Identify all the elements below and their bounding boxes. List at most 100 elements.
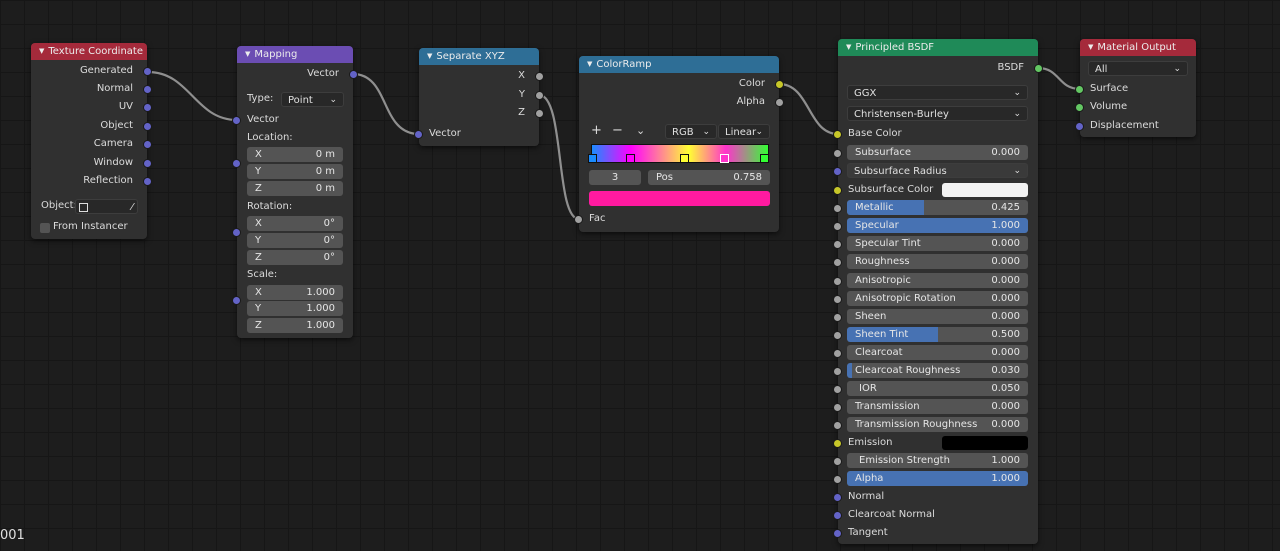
ramp-stop-active[interactable]: [720, 154, 729, 163]
collapse-triangle-icon[interactable]: ▼: [39, 47, 45, 55]
socket-metallic[interactable]: [833, 204, 842, 213]
socket-normal[interactable]: [143, 85, 152, 94]
socket-transmission-roughness[interactable]: [833, 421, 842, 430]
subsurface-method-dropdown[interactable]: Christensen-Burley⌄: [847, 106, 1028, 121]
ramp-stop[interactable]: [626, 154, 635, 163]
material-output-node[interactable]: ▼Material Output All⌄ Surface Volume Dis…: [1075, 39, 1196, 137]
socket-uv[interactable]: [143, 103, 152, 112]
socket-sheen-tint[interactable]: [833, 331, 842, 340]
socket-subsurface[interactable]: [833, 149, 842, 158]
active-stop-index[interactable]: 3: [589, 170, 641, 185]
texture-coordinate-node[interactable]: ▼Texture Coordinate Generated Normal UV …: [31, 43, 152, 239]
color-mode-dropdown[interactable]: RGB⌄: [665, 124, 717, 139]
socket-clearcoat-roughness[interactable]: [833, 367, 842, 376]
collapse-triangle-icon[interactable]: ▼: [587, 60, 593, 68]
collapse-triangle-icon[interactable]: ▼: [427, 52, 433, 60]
socket-window[interactable]: [143, 159, 152, 168]
socket-subsurface-color[interactable]: [833, 186, 842, 195]
socket-normal[interactable]: [833, 493, 842, 502]
socket-anisotropic[interactable]: [833, 277, 842, 286]
socket-clearcoat-normal[interactable]: [833, 511, 842, 520]
stop-color-swatch[interactable]: [589, 191, 770, 206]
subsurface-color-swatch[interactable]: [942, 183, 1028, 197]
object-picker[interactable]: ⁄: [75, 199, 138, 214]
socket-displacement[interactable]: [1075, 122, 1084, 131]
socket-color[interactable]: [775, 80, 784, 89]
socket-specular-tint[interactable]: [833, 240, 842, 249]
collapse-triangle-icon[interactable]: ▼: [846, 43, 852, 51]
separate-xyz-node[interactable]: ▼Separate XYZ X Y Z Vector: [414, 48, 544, 146]
socket-subsurface-radius[interactable]: [833, 167, 842, 176]
socket-fac[interactable]: [574, 215, 583, 224]
add-stop-button[interactable]: +: [591, 123, 602, 138]
distribution-dropdown[interactable]: GGX⌄: [847, 85, 1028, 100]
socket-volume[interactable]: [1075, 103, 1084, 112]
mapping-header[interactable]: ▼Mapping: [237, 46, 353, 63]
socket-ior[interactable]: [833, 385, 842, 394]
socket-clearcoat[interactable]: [833, 349, 842, 358]
interpolation-dropdown[interactable]: Linear⌄: [718, 124, 770, 139]
socket-emission[interactable]: [833, 439, 842, 448]
subsurface-radius-dropdown[interactable]: Subsurface Radius⌄: [847, 163, 1028, 178]
target-dropdown[interactable]: All⌄: [1088, 61, 1188, 76]
socket-scale[interactable]: [232, 296, 241, 305]
emission-color-swatch[interactable]: [942, 436, 1028, 450]
socket-location[interactable]: [232, 159, 241, 168]
socket-generated[interactable]: [143, 67, 152, 76]
color-ramp-gradient[interactable]: [588, 144, 769, 163]
socket-emission-strength[interactable]: [833, 457, 842, 466]
socket-vector-out[interactable]: [349, 70, 358, 79]
socket-reflection[interactable]: [143, 177, 152, 186]
socket-alpha[interactable]: [775, 98, 784, 107]
principled-bsdf-node[interactable]: ▼Principled BSDF BSDF GGX⌄ Christensen-B…: [833, 39, 1043, 544]
collapse-triangle-icon[interactable]: ▼: [245, 50, 251, 58]
socket-specular[interactable]: [833, 222, 842, 231]
remove-stop-button[interactable]: −: [612, 123, 623, 138]
socket-alpha[interactable]: [833, 475, 842, 484]
texture-coordinate-header[interactable]: ▼Texture Coordinate: [31, 43, 147, 60]
socket-roughness[interactable]: [833, 258, 842, 267]
socket-z[interactable]: [535, 109, 544, 118]
socket-surface[interactable]: [1075, 85, 1084, 94]
mapping-node[interactable]: ▼Mapping Vector Type: Point⌄ Vector Loca…: [232, 46, 358, 338]
socket-anisotropic-rotation[interactable]: [833, 295, 842, 304]
ramp-stop[interactable]: [588, 154, 597, 163]
socket-tangent[interactable]: [833, 529, 842, 538]
eyedropper-icon[interactable]: ⁄: [131, 202, 133, 213]
colorramp-header[interactable]: ▼ColorRamp: [579, 56, 779, 73]
socket-vector-in[interactable]: [232, 116, 241, 125]
from-instancer-checkbox[interactable]: [40, 223, 50, 233]
principled-bsdf-header[interactable]: ▼Principled BSDF: [838, 39, 1038, 56]
socket-rotation[interactable]: [232, 228, 241, 237]
chevron-down-icon[interactable]: ⌄: [636, 124, 646, 137]
colorramp-node[interactable]: ▼ColorRamp Color Alpha + − ⌄ RGB⌄ Linear…: [574, 56, 784, 232]
ramp-stop[interactable]: [760, 154, 769, 163]
material-output-header[interactable]: ▼Material Output: [1080, 39, 1196, 56]
socket-camera[interactable]: [143, 140, 152, 149]
socket-transmission[interactable]: [833, 403, 842, 412]
socket-y[interactable]: [535, 91, 544, 100]
socket-bsdf[interactable]: [1034, 64, 1043, 73]
socket-base-color[interactable]: [833, 130, 842, 139]
socket-object[interactable]: [143, 122, 152, 131]
socket-vector-in[interactable]: [414, 130, 423, 139]
